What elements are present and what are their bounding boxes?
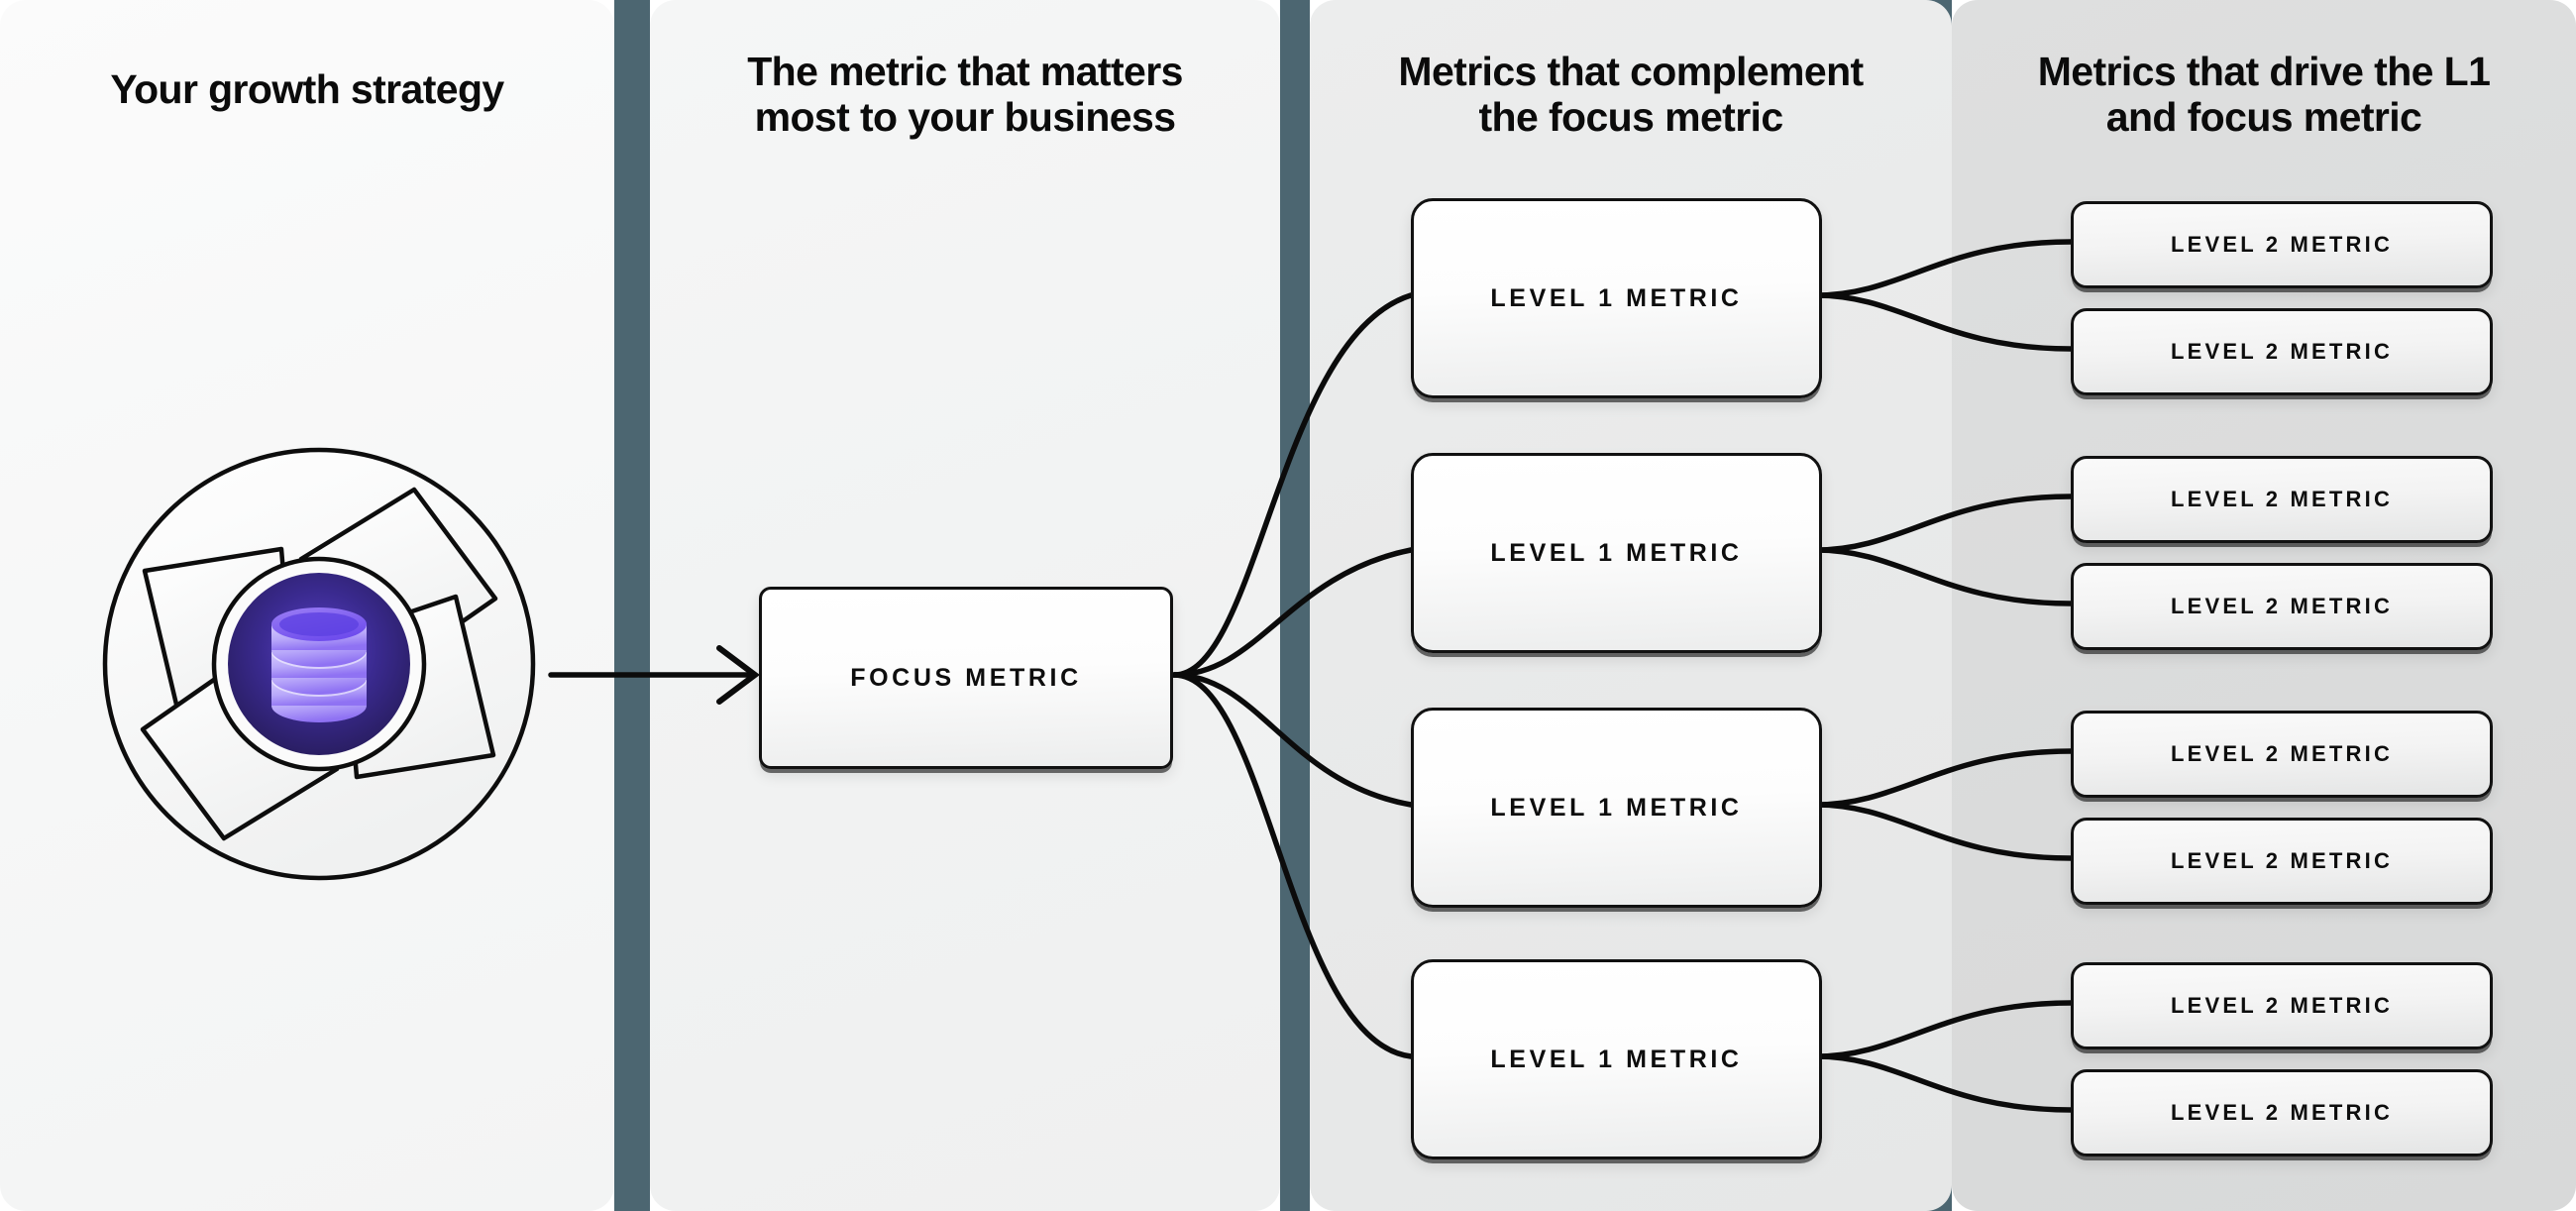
- focus-metric-label: FOCUS METRIC: [850, 663, 1082, 692]
- level-2-metric-box-2b[interactable]: LEVEL 2 METRIC: [2071, 563, 2493, 650]
- level-1-metric-box-1[interactable]: LEVEL 1 METRIC: [1411, 198, 1822, 398]
- level-2-metric-box-3b[interactable]: LEVEL 2 METRIC: [2071, 818, 2493, 905]
- level-1-metric-box-4[interactable]: LEVEL 1 METRIC: [1411, 959, 1822, 1159]
- level-2-metric-box-4b[interactable]: LEVEL 2 METRIC: [2071, 1069, 2493, 1156]
- column-title-strategy: Your growth strategy: [110, 66, 504, 112]
- level-2-metric-box-1b[interactable]: LEVEL 2 METRIC: [2071, 308, 2493, 395]
- level-2-metric-label: LEVEL 2 METRIC: [2170, 594, 2394, 618]
- level-2-metric-label: LEVEL 2 METRIC: [2170, 339, 2394, 364]
- focus-metric-box[interactable]: FOCUS METRIC: [759, 587, 1173, 769]
- level-1-metric-label: LEVEL 1 METRIC: [1490, 538, 1743, 567]
- level-1-metric-box-2[interactable]: LEVEL 1 METRIC: [1411, 453, 1822, 653]
- database-icon: [271, 607, 367, 722]
- level-2-metric-label: LEVEL 2 METRIC: [2170, 232, 2394, 257]
- growth-strategy-aperture-logo: [87, 432, 551, 896]
- level-2-metric-label: LEVEL 2 METRIC: [2170, 487, 2394, 511]
- level-1-metric-label: LEVEL 1 METRIC: [1490, 283, 1743, 312]
- panel-separator-1: [614, 0, 650, 1211]
- level-2-metric-box-1a[interactable]: LEVEL 2 METRIC: [2071, 201, 2493, 288]
- level-2-metric-box-4a[interactable]: LEVEL 2 METRIC: [2071, 962, 2493, 1049]
- level-2-metric-box-2a[interactable]: LEVEL 2 METRIC: [2071, 456, 2493, 543]
- level-2-metric-label: LEVEL 2 METRIC: [2170, 741, 2394, 766]
- level-1-metric-box-3[interactable]: LEVEL 1 METRIC: [1411, 708, 1822, 908]
- level-2-metric-box-3a[interactable]: LEVEL 2 METRIC: [2071, 711, 2493, 798]
- level-1-metric-label: LEVEL 1 METRIC: [1490, 793, 1743, 822]
- aperture-icon: [102, 447, 536, 881]
- level-2-metric-label: LEVEL 2 METRIC: [2170, 848, 2394, 873]
- level-2-metric-label: LEVEL 2 METRIC: [2170, 993, 2394, 1018]
- panel-separator-2: [1280, 0, 1310, 1211]
- level-2-metric-label: LEVEL 2 METRIC: [2170, 1100, 2394, 1125]
- level-1-metric-label: LEVEL 1 METRIC: [1490, 1045, 1743, 1073]
